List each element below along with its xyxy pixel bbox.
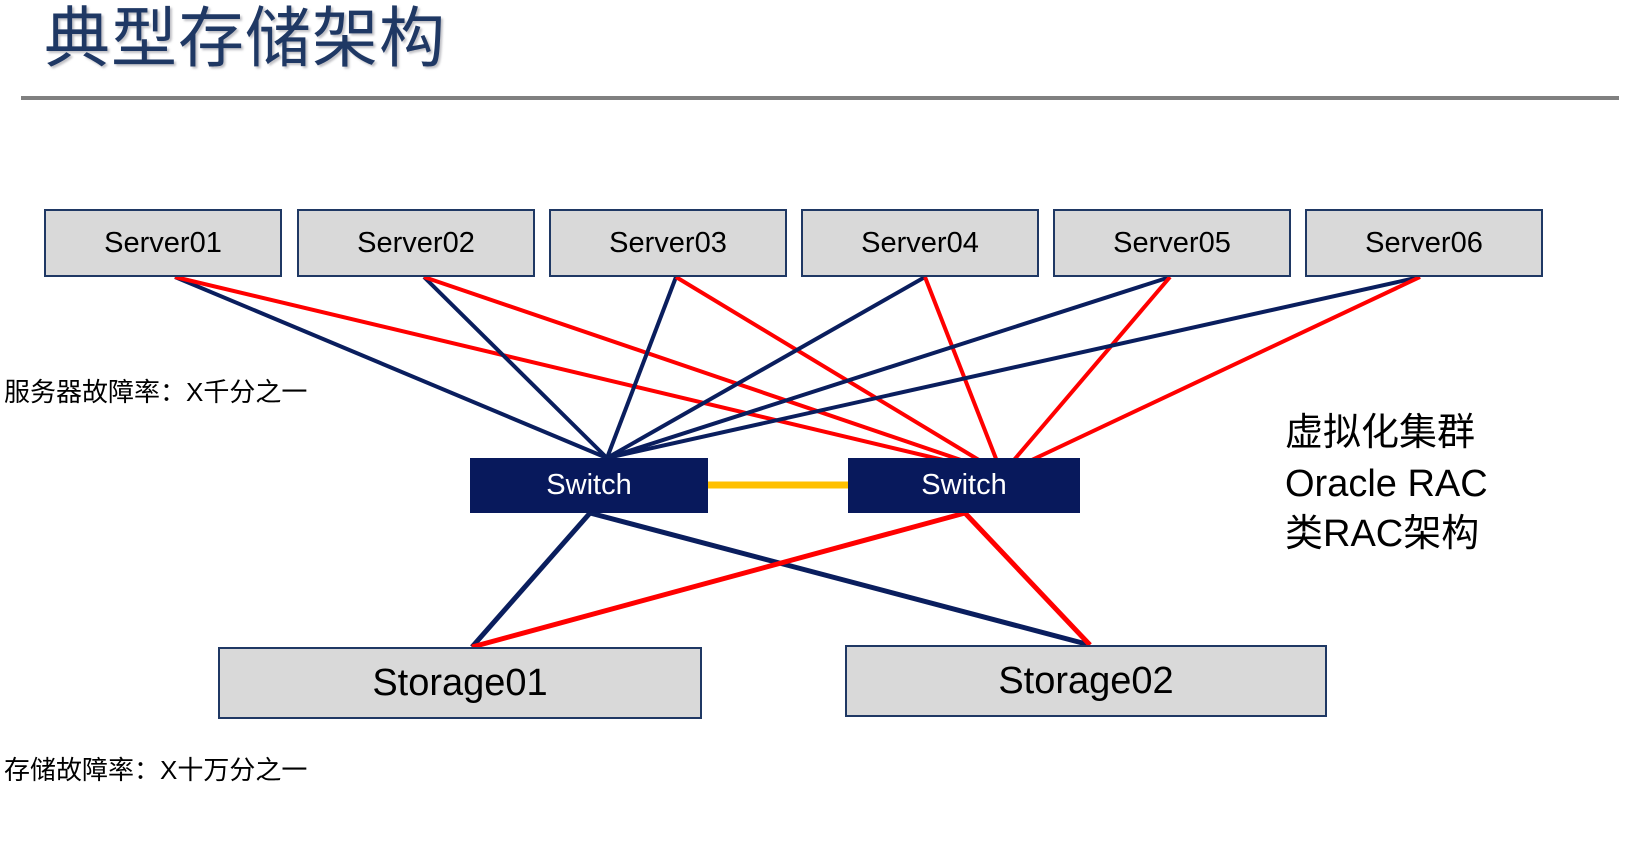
server-box-3[interactable]: Server03 [549, 209, 787, 277]
link-server4-to-switch-b [923, 276, 1004, 475]
storage-label: Storage02 [998, 659, 1174, 702]
storage-box-1[interactable]: Storage01 [218, 647, 702, 719]
link-server4-to-switch-a [606, 275, 926, 460]
page-title: 典型存储架构 [44, 1, 446, 75]
link-switch-a-to-storage-1 [470, 511, 592, 649]
link-switch-b-to-storage-2 [963, 511, 1092, 647]
server-label: Server06 [1365, 226, 1483, 259]
storage-failure-rate-note: 存储故障率：X十万分之一 [4, 755, 308, 785]
server-box-6[interactable]: Server06 [1305, 209, 1543, 277]
link-server5-to-switch-b [1000, 275, 1172, 476]
link-switch-a-to-storage-2 [589, 510, 1091, 648]
storage-label: Storage01 [372, 661, 548, 704]
server-box-4[interactable]: Server04 [801, 209, 1039, 277]
storage-box-2[interactable]: Storage02 [845, 645, 1327, 717]
server-box-5[interactable]: Server05 [1053, 209, 1291, 277]
cluster-note-line-1: 虚拟化集群 [1285, 412, 1476, 454]
title-divider [21, 96, 1619, 100]
server-label: Server02 [357, 226, 475, 259]
cluster-note-line-3: 类RAC架构 [1285, 513, 1480, 556]
cluster-architecture-note: 虚拟化集群 Oracle RAC 类RAC架构 [1285, 408, 1488, 560]
link-server2-to-switch-b [423, 275, 1003, 476]
server-label: Server04 [861, 226, 979, 259]
link-server5-to-switch-a [606, 275, 1171, 460]
server-label: Server05 [1113, 226, 1231, 259]
cluster-note-line-2: Oracle RAC [1285, 462, 1488, 505]
link-switch-b-to-storage-1 [471, 510, 966, 650]
switch-box-2[interactable]: Switch [848, 458, 1080, 513]
server-box-1[interactable]: Server01 [44, 209, 282, 277]
switch-box-1[interactable]: Switch [470, 458, 708, 513]
link-server3-to-switch-b [674, 275, 1004, 476]
server-box-2[interactable]: Server02 [297, 209, 535, 277]
link-server2-to-switch-a [422, 275, 609, 460]
server-label: Server01 [104, 226, 222, 259]
server-failure-rate-note: 服务器故障率：X千分之一 [4, 377, 308, 407]
link-server3-to-switch-a [605, 276, 678, 459]
server-label: Server03 [609, 226, 727, 259]
link-server1-to-switch-a [174, 275, 608, 460]
switch-label: Switch [546, 469, 632, 501]
switch-label: Switch [921, 469, 1007, 501]
